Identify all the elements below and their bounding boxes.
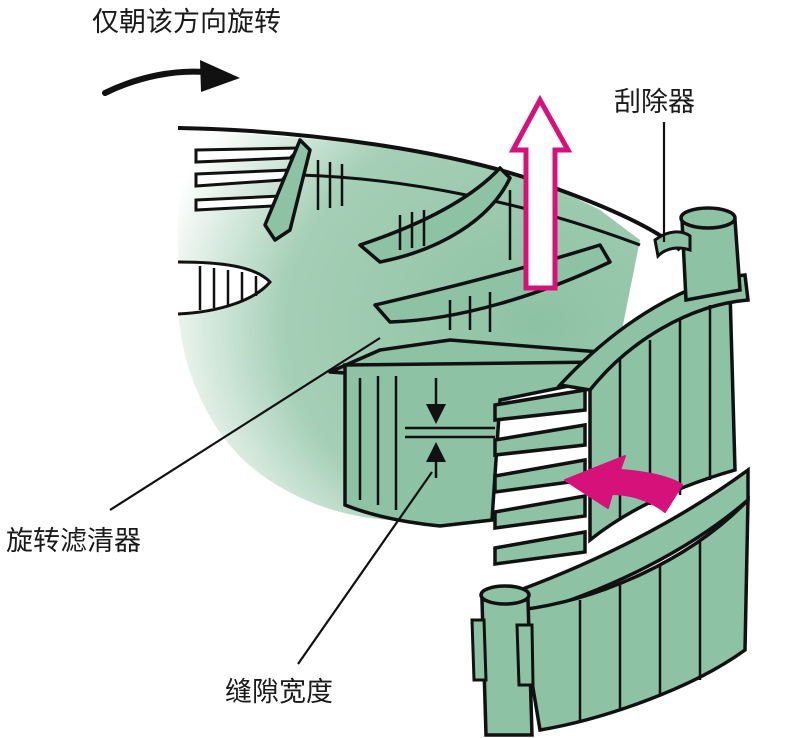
slot-width-leader	[297, 471, 433, 665]
filter-leader	[109, 337, 381, 511]
slot-width-label: 缝隙宽度	[225, 677, 333, 708]
outflow-arrow-icon	[508, 94, 573, 291]
scraper-label: 刮除器	[614, 87, 695, 118]
rotation-arrow-icon	[102, 60, 240, 96]
inflow-arrow-icon	[564, 455, 683, 513]
leader-lines	[109, 122, 666, 665]
slot-width-indicator	[405, 378, 495, 478]
rotation-direction-label: 仅朝该方向旋转	[92, 7, 281, 38]
rotary-filter-label: 旋转滤清器	[6, 526, 141, 557]
rotary-filter-body	[177, 126, 750, 737]
